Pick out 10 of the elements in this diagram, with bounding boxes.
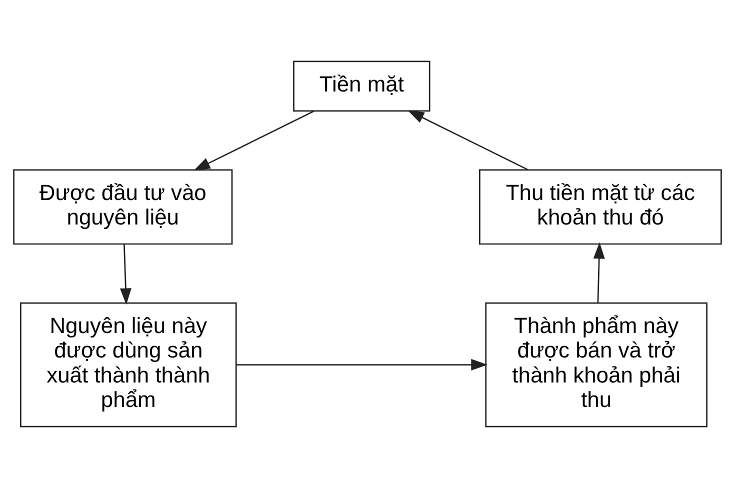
arrow: [236, 358, 488, 371]
arrow: [408, 110, 528, 170]
node-box: Thành phẩm này được bán và trở thành khoản phải thu: [485, 302, 708, 428]
arrow: [194, 110, 314, 171]
node-box: Nguyên liệu này được dùng sản xuất thành thành phẩm: [20, 302, 237, 428]
node-box: Thu tiền mặt từ các khoản thu đó: [479, 169, 722, 245]
node-box: Tiền mặt: [293, 60, 430, 112]
arrow: [120, 244, 132, 305]
node-box: Được đầu tư vào nguyên liệu: [13, 169, 233, 245]
arrow: [593, 242, 605, 303]
